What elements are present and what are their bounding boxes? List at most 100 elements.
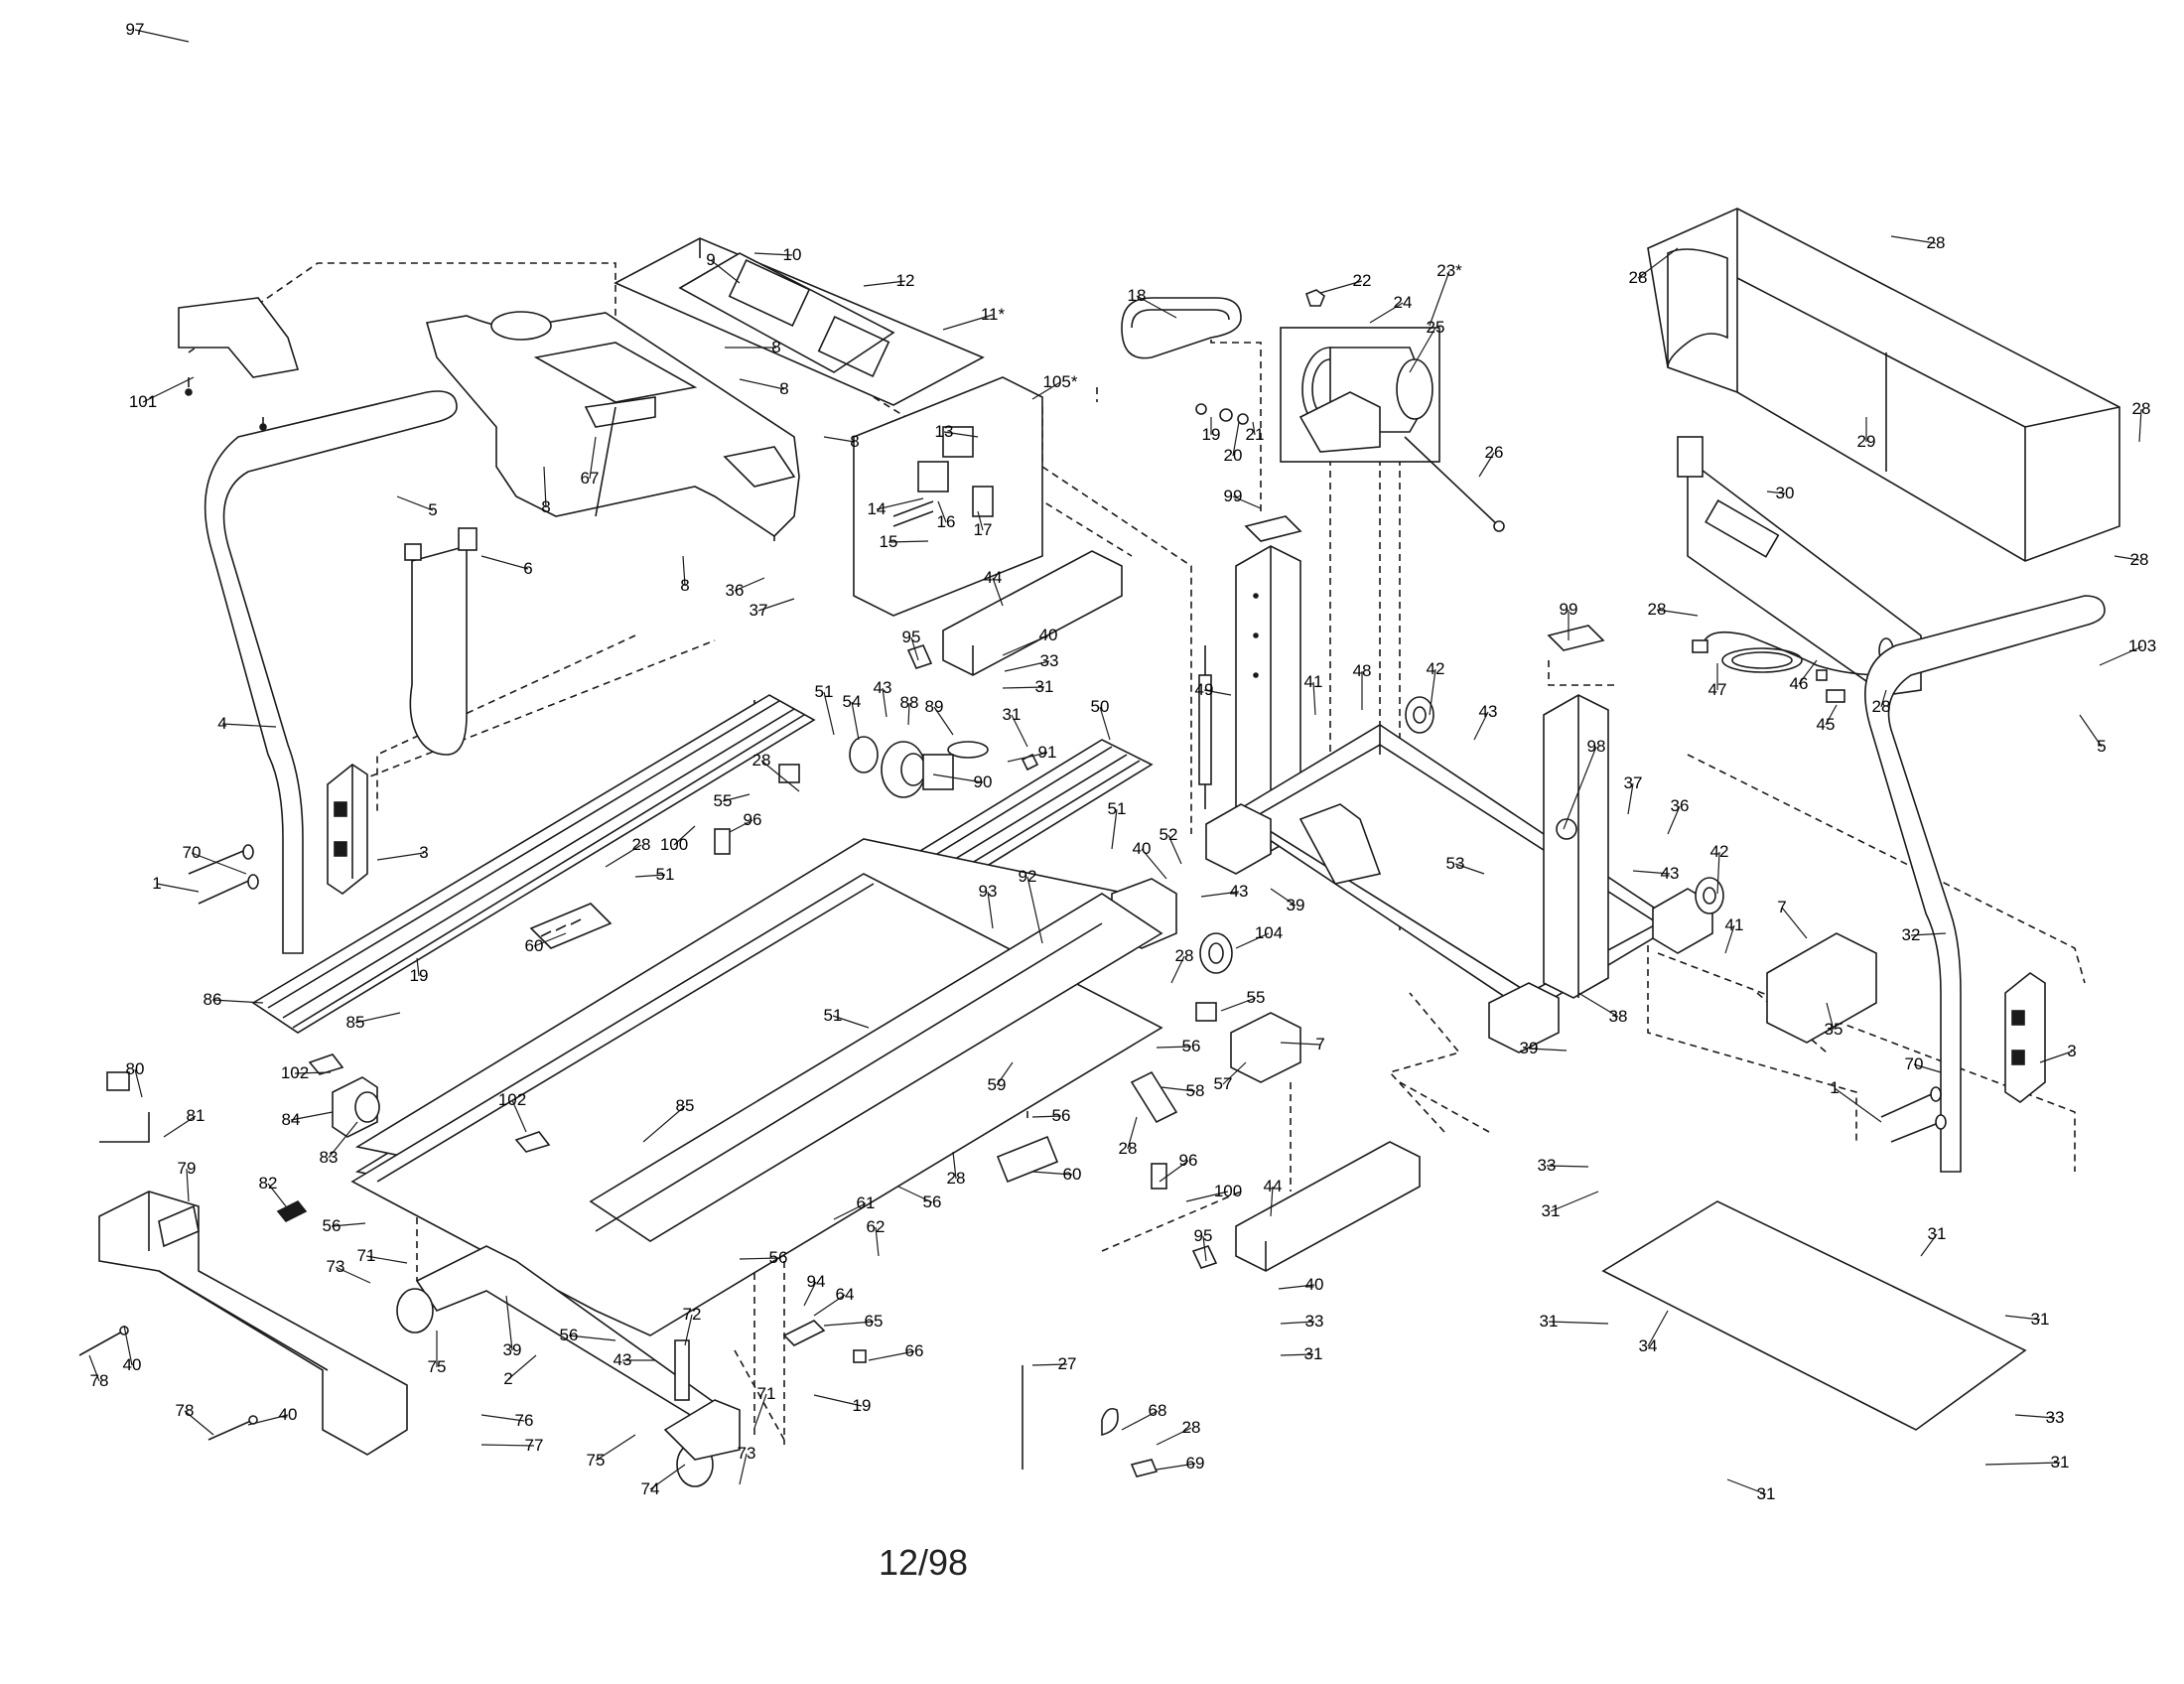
leader-line bbox=[1627, 782, 1634, 815]
leader-line bbox=[2138, 408, 2142, 443]
part-number-label: 20 bbox=[1224, 446, 1243, 465]
leader-line bbox=[1235, 932, 1270, 949]
part-number-label: 59 bbox=[988, 1075, 1007, 1094]
part-number-label: 8 bbox=[771, 338, 780, 356]
part-number-label: 43 bbox=[614, 1350, 632, 1369]
part-number-label: 40 bbox=[1039, 626, 1058, 644]
leader-line bbox=[1004, 660, 1050, 672]
part-number-label: 22 bbox=[1353, 271, 1372, 290]
leader-line bbox=[163, 1115, 197, 1138]
part-number-label: 83 bbox=[320, 1148, 339, 1167]
part-number-label: 5 bbox=[2097, 737, 2106, 756]
part-number-label: 61 bbox=[857, 1193, 876, 1212]
part-number-label: 50 bbox=[1091, 697, 1110, 716]
leader-line bbox=[642, 1105, 686, 1143]
leader-line bbox=[876, 497, 924, 510]
part-number-label: 34 bbox=[1639, 1336, 1658, 1355]
part-number-label: 39 bbox=[1287, 896, 1305, 914]
leader-line bbox=[2099, 645, 2143, 666]
part-number-label: 78 bbox=[90, 1371, 109, 1390]
part-number-label: 3 bbox=[2067, 1042, 2076, 1060]
part-number-label: 56 bbox=[560, 1326, 579, 1344]
part-number-label: 28 bbox=[1872, 697, 1891, 716]
hood-bracket bbox=[1677, 436, 1922, 696]
leader-line bbox=[533, 932, 567, 947]
leader-line bbox=[813, 1294, 846, 1317]
leader-line bbox=[1167, 834, 1182, 865]
leader-line bbox=[396, 495, 434, 511]
leader-line bbox=[1550, 1191, 1599, 1212]
leader-line bbox=[1656, 609, 1699, 617]
leader-line bbox=[507, 1354, 537, 1380]
part-number-label: 1 bbox=[1830, 1078, 1839, 1097]
part-number-label: 31 bbox=[1757, 1484, 1776, 1503]
leader-line bbox=[1766, 491, 1786, 494]
part-number-label: 75 bbox=[587, 1451, 606, 1470]
leader-line bbox=[605, 844, 642, 868]
leader-line bbox=[2079, 714, 2103, 748]
leader-line bbox=[863, 280, 906, 287]
part-number-label: 96 bbox=[1179, 1151, 1198, 1170]
part-number-label: 2 bbox=[503, 1369, 512, 1388]
leader-line bbox=[88, 1354, 100, 1382]
tools bbox=[99, 1071, 150, 1143]
part-number-label: 37 bbox=[1624, 773, 1643, 792]
part-number-label: 29 bbox=[1857, 432, 1876, 451]
leader-line bbox=[996, 1061, 1014, 1086]
leader-line bbox=[1984, 1462, 2061, 1466]
part-number-label: 96 bbox=[744, 810, 762, 829]
part-number-label: 69 bbox=[1186, 1454, 1205, 1473]
leader-line bbox=[595, 1434, 636, 1462]
leader-line bbox=[1563, 746, 1597, 830]
leader-line bbox=[1002, 634, 1049, 656]
part-number-label: 14 bbox=[868, 499, 887, 518]
part-number-label: 60 bbox=[1063, 1165, 1082, 1184]
frame-wheels bbox=[1405, 696, 1724, 914]
safety-key-clip bbox=[276, 1199, 308, 1223]
leader-line bbox=[1312, 681, 1316, 716]
part-number-label: 9 bbox=[706, 250, 715, 269]
part-number-label: 10 bbox=[783, 245, 802, 264]
leader-line bbox=[1099, 706, 1111, 741]
part-number-label: 6 bbox=[523, 559, 532, 578]
part-number-label: 81 bbox=[187, 1106, 205, 1125]
right-upright-bracket bbox=[2004, 972, 2046, 1103]
part-number-label: 56 bbox=[923, 1193, 942, 1211]
leader-line bbox=[753, 1393, 767, 1429]
part-number-label: 56 bbox=[769, 1248, 788, 1267]
part-number-label: 19 bbox=[1202, 425, 1221, 444]
leader-line bbox=[1528, 1048, 1568, 1052]
incline-shock bbox=[1198, 645, 1212, 809]
leader-line bbox=[1834, 1087, 1882, 1123]
part-number-label: 31 bbox=[1003, 705, 1022, 724]
part-number-label: 26 bbox=[1485, 443, 1504, 462]
motor-assembly bbox=[1280, 327, 1440, 463]
leader-line bbox=[1280, 1042, 1321, 1046]
drive-belt bbox=[1121, 297, 1242, 359]
part-number-label: 37 bbox=[750, 601, 768, 620]
part-number-label: 18 bbox=[1128, 286, 1147, 305]
leader-line bbox=[511, 1099, 527, 1133]
leader-line bbox=[156, 883, 200, 893]
leader-line bbox=[710, 259, 741, 284]
leader-lines bbox=[88, 29, 2143, 1495]
leader-line bbox=[813, 1394, 863, 1407]
part-number-label: 95 bbox=[902, 628, 921, 646]
part-number-label: 40 bbox=[123, 1355, 142, 1374]
motor-hood bbox=[1647, 208, 2120, 562]
leader-line bbox=[1270, 1186, 1274, 1217]
grounding-strap bbox=[1101, 1407, 1159, 1477]
leader-line bbox=[186, 1168, 190, 1202]
leader-line bbox=[1170, 955, 1185, 984]
part-number-label: 7 bbox=[1777, 898, 1786, 916]
part-number-label: 31 bbox=[1542, 1201, 1561, 1220]
part-number-label: 104 bbox=[1255, 923, 1283, 942]
accessory-strap bbox=[404, 527, 478, 756]
part-number-label: 56 bbox=[1052, 1106, 1071, 1125]
leader-line bbox=[1548, 1321, 1609, 1325]
leader-line bbox=[1232, 421, 1240, 457]
part-number-label: 8 bbox=[779, 379, 788, 398]
tube-caps bbox=[906, 644, 1218, 1269]
leader-line bbox=[1222, 1061, 1247, 1085]
